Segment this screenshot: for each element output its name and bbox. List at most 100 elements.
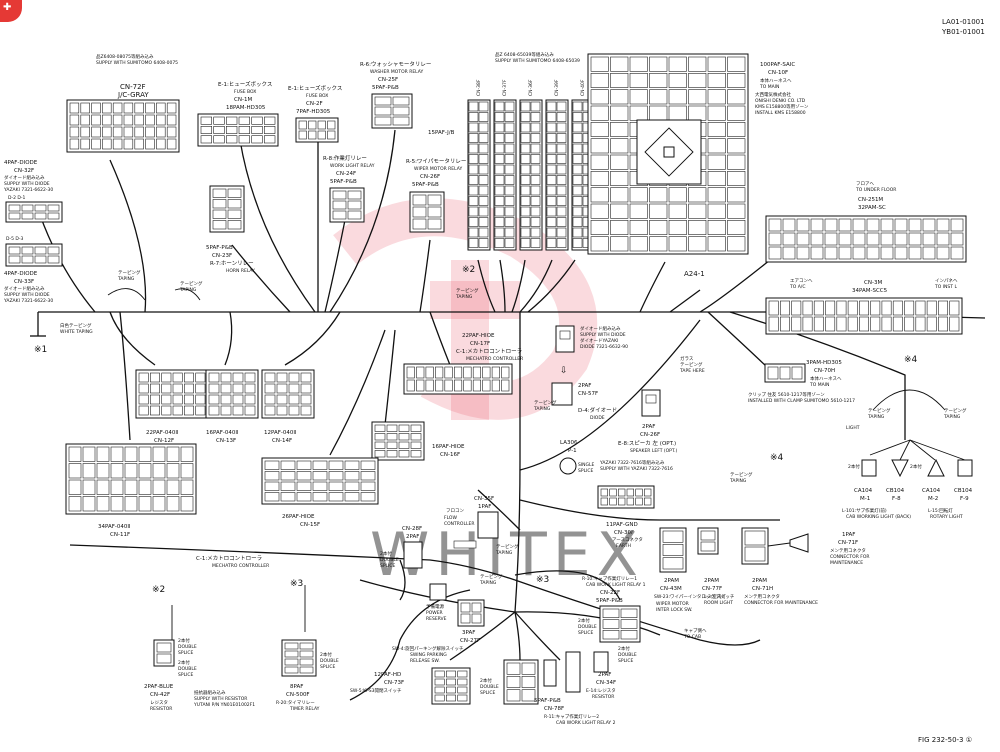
pin-cell (156, 114, 166, 126)
pin-cell (649, 220, 668, 235)
cn78f-splice-3: SPLICE (480, 690, 496, 696)
pin-cell (506, 662, 521, 675)
pin-cell (880, 246, 894, 260)
pin-cell (232, 372, 244, 383)
pin-cell (791, 316, 802, 332)
pin-cell (768, 232, 782, 246)
pin-cell (501, 379, 510, 392)
pin-cell (308, 120, 317, 130)
cn2f-label: E-1:ヒューズボックス (288, 84, 342, 92)
cn15f-type: 26PAF-HIOE (282, 514, 315, 520)
cn27f-label: SW-4:旋回パーキング解除スイッチ (392, 645, 464, 652)
pin-cell (468, 227, 479, 238)
cn42f-splice-3: SPLICE (178, 650, 194, 656)
pin-cell (530, 133, 541, 143)
pin-cell (232, 383, 244, 394)
pin-cell (468, 164, 479, 175)
pin-cell (590, 187, 609, 203)
pin-cell (768, 218, 782, 232)
taping-label-1: テーピング (118, 269, 141, 276)
pin-cell (80, 114, 90, 126)
pin-cell (950, 232, 964, 246)
pin-cell (520, 164, 531, 175)
pin-cell (859, 300, 870, 316)
cn78f-label: R-11:キャブ作業灯リレー2 (544, 713, 599, 720)
cn71h-type: 2PAM (752, 578, 767, 584)
pin-cell (602, 608, 620, 618)
pin-cell (47, 212, 60, 220)
pin-cell (288, 383, 300, 394)
pin-cell (82, 479, 96, 495)
cn25f-label: R-6:ウォッシャモータリレー (360, 60, 431, 68)
cn78f-type: 5PAF-P&B (534, 698, 561, 704)
pin-cell (810, 218, 824, 232)
pin-cell (688, 187, 707, 203)
wire-cn71 (767, 542, 791, 547)
splice-label-l1: 2本付 (848, 463, 860, 470)
cn28f-splice-2: DOUBLE (380, 557, 399, 563)
pin-cell (530, 164, 541, 175)
pin-cell (782, 232, 796, 246)
cn17f-label: C-1:メカトロコントローラ (456, 348, 522, 355)
pin-cell (936, 232, 950, 246)
cn14f-type: 12PAF-040Ⅱ (264, 430, 296, 436)
pin-cell (546, 196, 557, 206)
pin-cell (453, 379, 463, 392)
cn43m-label-en-2: INTER LOCK SW. (656, 607, 692, 613)
pin-cell (478, 185, 489, 196)
cn27f-type: 3PAF (462, 630, 475, 636)
pin-cell (347, 210, 362, 220)
connector-cn14f: 12PAF-040Ⅱ CN-14F (261, 369, 315, 444)
pin-cell (494, 227, 505, 238)
diode-type: 2PAF (578, 383, 591, 389)
pin-cell (572, 227, 583, 238)
l15-label: L-15:回転灯 (928, 507, 953, 514)
pin-cell (468, 196, 479, 206)
pin-cell (796, 232, 810, 246)
pin-cell (572, 217, 583, 227)
pin-cell (688, 73, 707, 88)
pin-cell (824, 246, 838, 260)
cn27f-label-en-1: SWING PARKING (410, 652, 447, 658)
pin-cell (102, 102, 112, 114)
pin-cell (838, 232, 852, 246)
branch-jb-1 (477, 259, 496, 313)
pin-cell (626, 488, 634, 497)
pin-cell (926, 316, 937, 332)
pin-cell (700, 541, 716, 552)
cn34f-name: CN-34F (596, 680, 616, 686)
pin-cell (124, 479, 138, 495)
pin-cell (649, 105, 668, 121)
pin-cell (138, 479, 152, 495)
pin-cell (620, 608, 638, 618)
ref-2-bottom: ※2 (152, 585, 165, 595)
pin-cell (386, 441, 398, 449)
cn10f-label-1: 本体ハーネスへ (760, 77, 792, 84)
pin-cell (21, 204, 34, 212)
connector-cn22f: R-10:キャブ作業灯リレー1 CAB WORK LIGHT RELAY 1 C… (578, 575, 646, 643)
pin-cell (468, 143, 479, 154)
pin-cell (398, 433, 410, 441)
light-group: 2本付 2本付 CA104 M-1 CB104 F-8 CA104 M-2 CB… (842, 458, 973, 520)
yazaki-note-2: SUPPLY WITH YAZAKI 7322-7616 (600, 466, 673, 472)
cn12f-type: 22PAF-040Ⅱ (146, 430, 178, 436)
cn500f-splice-3: SPLICE (320, 664, 336, 670)
pin-cell (212, 209, 227, 219)
pin-cell (212, 199, 227, 209)
pin-cell (263, 126, 276, 134)
pin-cell (707, 89, 726, 105)
pin-cell (688, 203, 707, 219)
pin-cell (668, 73, 687, 88)
cn71f-type: 1PAF (842, 532, 855, 538)
jb-col-body (519, 99, 543, 251)
pin-cell (478, 122, 489, 133)
cn72f-name: CN-72F (120, 83, 146, 91)
pin-cell (504, 112, 515, 122)
cn42f-splice-1: 2本付 (178, 637, 190, 644)
cn35f-label-en-1: FLOW (444, 515, 457, 521)
cn22f-splice-1: 2本付 (578, 617, 590, 624)
pin-cell (264, 460, 280, 470)
pin-cell (504, 101, 515, 112)
cn22f-label: R-10:キャブ作業灯リレー1 (582, 575, 637, 582)
pin-cell (406, 379, 415, 392)
